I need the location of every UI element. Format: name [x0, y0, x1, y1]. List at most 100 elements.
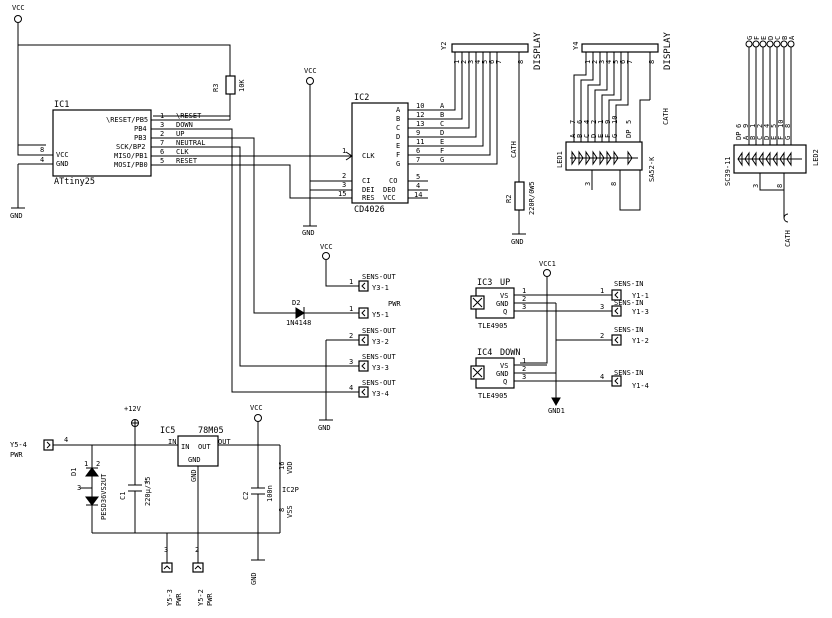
connector-y5-3	[161, 562, 173, 573]
vcc-label: VCC	[12, 4, 25, 12]
ic3-ref: IC3	[477, 278, 492, 288]
ic1-pin-num: 5	[160, 157, 164, 165]
cath-net-label: CATH	[784, 230, 792, 247]
ic1-pin-name: PB4	[134, 125, 147, 133]
r2-value: 220R/0W5	[528, 181, 536, 215]
sens-out-pin: 1	[349, 305, 353, 313]
sens-in-label: SENS-IN	[614, 369, 644, 377]
led2-cath-pin: 8	[776, 184, 784, 188]
y2-pin: 3	[467, 60, 475, 64]
d1-pin: 1	[84, 460, 88, 468]
led2-seg: DP	[735, 132, 743, 140]
y4-pin: 6	[619, 60, 627, 64]
led2-seg: G	[784, 136, 792, 140]
ic1-part: ATtiny25	[54, 177, 95, 187]
sens-out-section: VCC D2 1N4148 GND 1 1 2 3 4 SENS-OUT Y3-…	[286, 243, 401, 432]
gnd-label-ic2: GND	[302, 229, 315, 237]
ic2-net: F	[440, 147, 444, 155]
sens-out-ref: Y3-3	[372, 364, 389, 372]
ic1-net: NEUTRAL	[176, 139, 206, 147]
ic4-pin-name: GND	[496, 370, 509, 378]
ic1-pin8-name: VCC	[56, 151, 69, 159]
led1-pin: 1	[597, 120, 605, 124]
led2-top-label: E	[760, 36, 768, 40]
ic1-section: VCC R3 10K IC1 ATtiny25 8 VCC 4 GND GND …	[10, 4, 344, 393]
ic2-pin-name: VCC	[383, 194, 396, 202]
c2-ref: C2	[242, 492, 250, 500]
r3-ref: R3	[212, 84, 220, 92]
ic2p-vss: VSS	[286, 505, 294, 518]
ic1-ref: IC1	[54, 100, 69, 110]
led2-pin: 5	[770, 124, 778, 128]
ic1-pin-name: MOSI/PB0	[114, 161, 148, 169]
cath-net-label: CATH	[510, 141, 518, 158]
ic2-pin-num: 13	[416, 120, 424, 128]
ic2-pin-name: E	[396, 142, 400, 150]
sens-in-connectors: 1 3 2 4 SENS-IN Y1-1 SENS-IN Y1-3 SENS-I…	[547, 280, 649, 390]
ic2-net: B	[440, 111, 444, 119]
ic3-pin-name: VS	[500, 292, 508, 300]
ic2-pin-name: B	[396, 115, 400, 123]
y4-body	[581, 43, 659, 53]
led2-pin: 2	[756, 124, 764, 128]
y4-label: DISPLAY	[663, 31, 673, 70]
ic2-net: C	[440, 120, 444, 128]
d2-ref: D2	[292, 299, 300, 307]
r2-resistor	[514, 181, 525, 211]
ic2p-vdd: VDD	[286, 461, 294, 474]
y4-pin: 8	[648, 60, 656, 64]
y2-pin: 7	[495, 60, 503, 64]
gnd-label-ic1: GND	[10, 212, 23, 220]
led2-seg: C	[756, 136, 764, 140]
sens-out-label: SENS-OUT	[362, 327, 397, 335]
sens-in-ref: Y1-4	[632, 382, 649, 390]
y4-pin: 5	[612, 60, 620, 64]
led2-seg: F	[777, 136, 785, 140]
ic4-pin-num: 1	[522, 357, 526, 365]
ic5-gnd-pin-label: GND	[188, 456, 201, 464]
ic5-in-label: IN	[168, 438, 176, 446]
sens-out-connectors: 1 1 2 3 4 SENS-OUT Y3-1 PWR Y5-1 SENS-OU…	[344, 273, 401, 398]
led2-top-label: C	[774, 36, 782, 40]
ic2-pin-num: 9	[416, 129, 420, 137]
connector-y1-1	[611, 289, 622, 301]
connector-y1-3	[611, 305, 622, 317]
y2-pin: 1	[453, 60, 461, 64]
led2-pin: 4	[763, 124, 771, 128]
led2-pin: 9	[742, 124, 750, 128]
led1-pin: 9	[604, 120, 612, 124]
vcc-label: VCC	[304, 67, 317, 75]
led1-seg: D	[590, 134, 598, 138]
ic1-body	[52, 109, 152, 177]
sens-in-ref: Y1-1	[632, 292, 649, 300]
connector-y3-4	[358, 386, 369, 398]
y2-pin: 4	[474, 60, 482, 64]
ic2-pin-num: 12	[416, 111, 424, 119]
vcc-terminal	[14, 15, 22, 23]
y2-pin: 6	[488, 60, 496, 64]
connector-y5-2	[192, 562, 204, 573]
r3-value: 10K	[238, 79, 246, 92]
vcc1-terminal	[543, 269, 551, 277]
ic5-out-pin-label: OUT	[198, 443, 211, 451]
led1-diode-row	[570, 150, 638, 166]
led2-seg: D	[763, 136, 771, 140]
led1-seg: G	[611, 134, 619, 138]
connector-y3-3	[358, 360, 369, 372]
ic3-part: TLE4905	[478, 322, 508, 330]
vcc-terminal	[254, 414, 262, 422]
sens-out-ref: Y3-2	[372, 338, 389, 346]
ic1-pin-num: 3	[160, 121, 164, 129]
vcc-label: VCC	[320, 243, 333, 251]
ic2-pin-name: CI	[362, 177, 370, 185]
ic2-outputs: A B C D E F G 10 12 13 9 11 6 7 A B C D …	[396, 61, 498, 168]
ic4-pin-name: Q	[503, 378, 507, 386]
c1-value: 220µ/35	[144, 476, 152, 506]
ic2-pin-num: 11	[416, 138, 424, 146]
ic2p-pin-bot: 8	[278, 508, 286, 512]
sens-out-ref: Y3-4	[372, 390, 389, 398]
d1-ref: D1	[70, 468, 78, 476]
led2-top-label: A	[788, 35, 796, 40]
connector-y5-1	[358, 307, 369, 319]
